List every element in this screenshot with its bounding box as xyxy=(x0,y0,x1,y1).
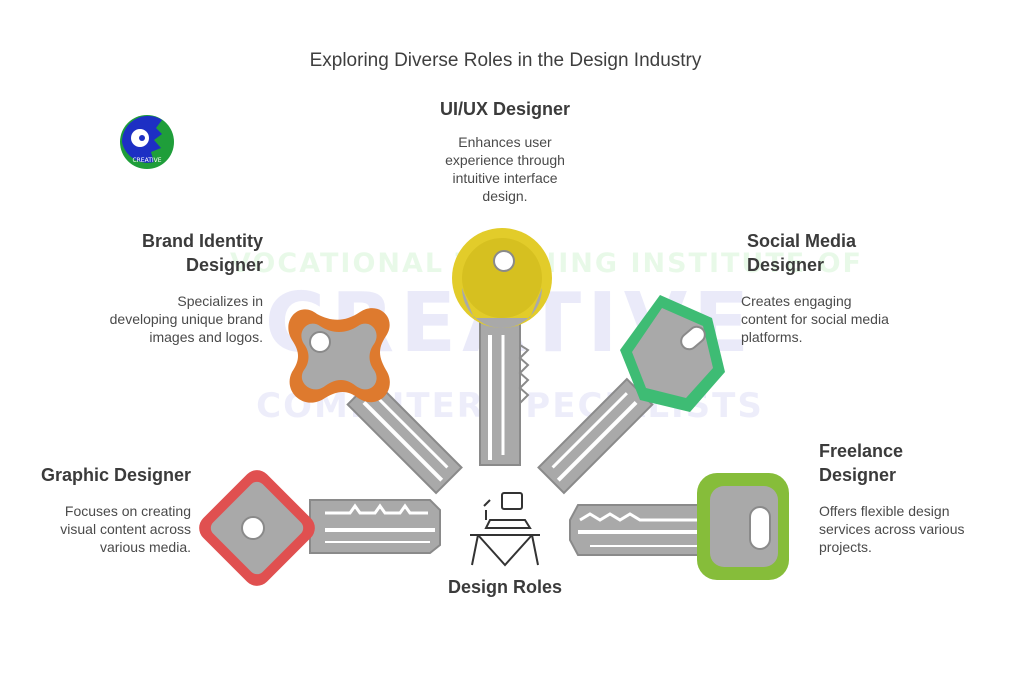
graphic-designer-key xyxy=(199,470,441,586)
graphic-designer-description: Focuses on creating visual content acros… xyxy=(60,503,191,555)
uiux-designer-description: Enhances user experience through intuiti… xyxy=(445,134,565,204)
social-media-designer-title: Social Media Designer xyxy=(747,231,857,275)
graphic-designer-title: Graphic Designer xyxy=(40,465,191,485)
freelance-designer-key xyxy=(569,473,789,580)
logo-text: CREATIVE xyxy=(132,157,161,164)
page-title: Exploring Diverse Roles in the Design In… xyxy=(309,50,702,71)
uiux-designer-key xyxy=(452,228,552,466)
brand-identity-key xyxy=(288,308,463,495)
uiux-designer-title: UI/UX Designer xyxy=(439,99,571,119)
lion-logo-icon: CREATIVE xyxy=(120,115,174,169)
social-media-designer-description: Creates engaging content for social medi… xyxy=(741,293,889,345)
freelance-designer-description: Offers flexible design services across v… xyxy=(819,503,965,555)
social-media-key xyxy=(537,295,725,495)
design-roles-label: Design Roles xyxy=(447,577,563,597)
brand-identity-designer-title: Brand Identity Designer xyxy=(141,231,263,275)
freelance-designer-title: Freelance Designer xyxy=(819,441,904,485)
drafting-table-icon xyxy=(470,492,540,567)
brand-identity-designer-description: Specializes in developing unique brand i… xyxy=(109,293,263,345)
